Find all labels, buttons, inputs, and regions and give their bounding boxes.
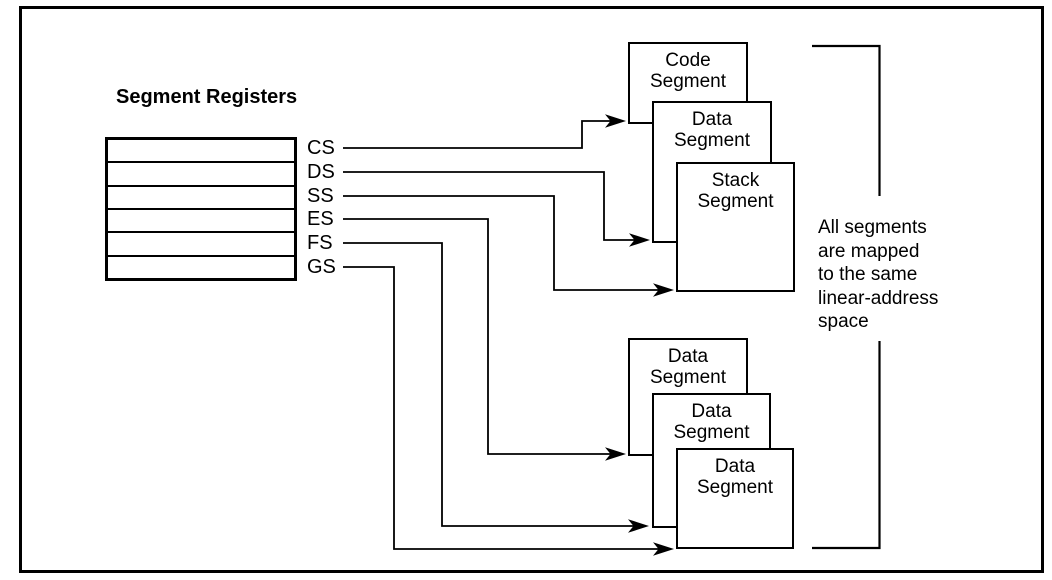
register-slot	[108, 233, 294, 257]
register-slot	[108, 257, 294, 278]
code-segment-label: Code Segment	[649, 50, 727, 92]
register-slot	[108, 163, 294, 187]
annotation-text: All segments are mapped to the same line…	[818, 216, 938, 334]
annotation-line: All segments	[818, 217, 927, 238]
segment-register-file	[105, 137, 297, 281]
data-segment-label: Data Segment	[649, 346, 727, 388]
annotation-line: space	[818, 311, 869, 332]
register-label-es: ES	[307, 208, 334, 230]
data-segment-label: Data Segment	[673, 109, 751, 151]
register-label-ds: DS	[307, 161, 335, 183]
annotation-line: are mapped	[818, 240, 920, 262]
register-slot	[108, 140, 294, 164]
diagram-title: Segment Registers	[116, 86, 298, 108]
data-segment-label: Data Segment	[696, 456, 774, 498]
diagram-frame	[19, 6, 1044, 573]
register-label-fs: FS	[307, 232, 333, 254]
annotation-line: to the same	[818, 264, 918, 285]
data-segment-box-3: Data Segment	[676, 448, 794, 549]
register-slot	[108, 187, 294, 210]
register-slot	[108, 210, 294, 234]
register-label-ss: SS	[307, 185, 334, 207]
register-label-gs: GS	[307, 256, 336, 278]
data-segment-label: Data Segment	[673, 401, 750, 443]
annotation-line: linear-address	[818, 287, 939, 309]
register-label-cs: CS	[307, 137, 335, 159]
stack-segment-label: Stack Segment	[697, 170, 774, 212]
stack-segment-box: Stack Segment	[676, 162, 795, 292]
